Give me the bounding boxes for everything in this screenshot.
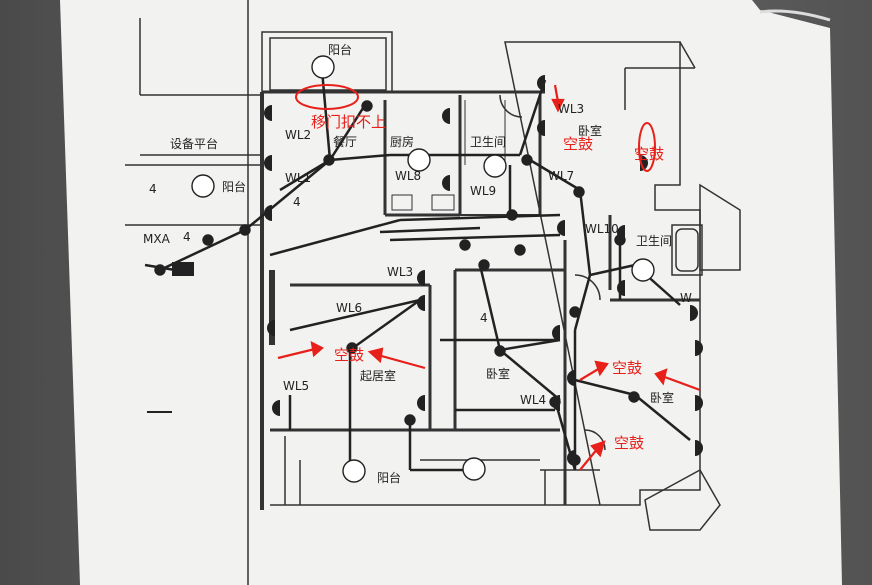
wiring bbox=[144, 69, 691, 472]
room-label-balcony-left: 阳台 bbox=[222, 179, 246, 194]
count-label-4-dining: 4 bbox=[293, 195, 301, 209]
count-label-4-center: 4 bbox=[480, 311, 488, 325]
paper bbox=[60, 0, 842, 585]
fixtures bbox=[154, 55, 655, 483]
red-arrows bbox=[277, 84, 701, 471]
circuit-label-wl5: WL5 bbox=[283, 379, 309, 393]
room-label-dining: 餐厅 bbox=[333, 134, 357, 149]
room-label-bedroom-top: 卧室 bbox=[578, 123, 602, 138]
circuit-label-wl9: WL9 bbox=[470, 184, 496, 198]
plan-walls bbox=[125, 0, 741, 585]
room-label-bedroom-right: 卧室 bbox=[650, 390, 674, 405]
room-label-living: 起居室 bbox=[360, 368, 396, 383]
annotation-hollow-bedroom-top: 空鼓 bbox=[563, 135, 593, 153]
circuit-label-wl10: WL10 bbox=[585, 222, 619, 236]
annotation-hollow-bedroom-bottom: 空鼓 bbox=[614, 434, 644, 452]
room-label-equipment-platform: 设备平台 bbox=[170, 136, 218, 151]
circuit-label-wl7: WL7 bbox=[548, 169, 574, 183]
circuit-label-wl1: WL1 bbox=[285, 171, 311, 185]
count-label-4-mxa: 4 bbox=[183, 230, 191, 244]
circuit-label-w: W bbox=[680, 291, 692, 305]
circuit-label-wl2: WL2 bbox=[285, 128, 311, 142]
circuit-label-wl6: WL6 bbox=[336, 301, 362, 315]
circuit-label-wl3-center: WL3 bbox=[387, 265, 413, 279]
room-label-balcony-bottom: 阳台 bbox=[377, 470, 401, 485]
circuit-label-wl8: WL8 bbox=[395, 169, 421, 183]
room-label-bathroom-center: 卫生间 bbox=[470, 135, 506, 149]
annotation-hollow-living: 空鼓 bbox=[334, 346, 364, 364]
room-label-balcony-top: 阳台 bbox=[328, 42, 352, 57]
room-label-bathroom-right: 卫生间 bbox=[636, 234, 672, 248]
annotation-hollow-bedroom-right: 空鼓 bbox=[612, 359, 642, 377]
room-label-kitchen: 厨房 bbox=[390, 134, 414, 149]
annotation-hollow-right-wall: 空鼓 bbox=[634, 145, 664, 163]
paper-corner-curl bbox=[759, 9, 831, 22]
circuit-label-wl4: WL4 bbox=[520, 393, 546, 407]
annotation-door-issue: 移门扣不上 bbox=[311, 113, 386, 131]
circuit-label-mxa: MXA bbox=[143, 232, 171, 246]
red-circles bbox=[295, 84, 656, 172]
room-label-bedroom-center: 卧室 bbox=[486, 366, 510, 381]
circuit-label-wl3-top: WL3 bbox=[558, 102, 584, 116]
count-label-4-left: 4 bbox=[149, 182, 157, 196]
